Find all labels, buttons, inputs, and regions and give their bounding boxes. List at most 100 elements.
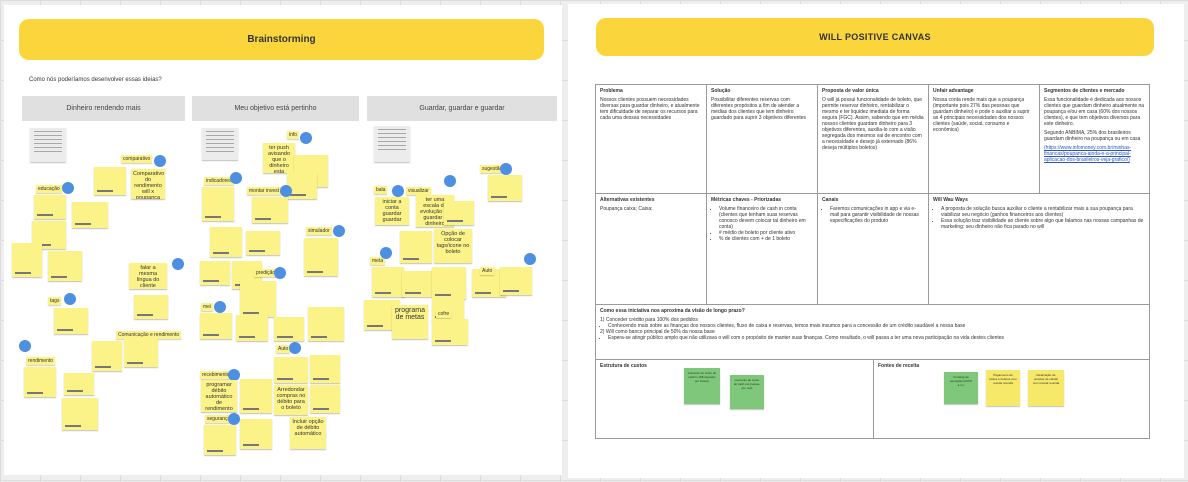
sticky-note[interactable]: [304, 238, 338, 276]
tag-mei[interactable]: mei: [201, 303, 214, 311]
sticky-note[interactable]: [62, 398, 98, 430]
sticky-note[interactable]: [54, 308, 88, 334]
cell-text: Poupança caixa; Caixa;: [600, 206, 653, 212]
sticky-opcao-colocar[interactable]: Opção de colocar tags/icone no boleto: [434, 229, 472, 263]
sticky-note[interactable]: [432, 319, 468, 345]
sticky-note[interactable]: [200, 261, 230, 285]
column-header-guardar[interactable]: Guardar, guardar e guardar: [367, 96, 557, 121]
sticky-programar-debito[interactable]: programar débito automático de rendiment…: [201, 380, 237, 412]
sticky-incluir-opcao[interactable]: Incluir opção de débito automático: [290, 417, 326, 449]
sticky-note[interactable]: [432, 267, 466, 299]
column-header-objetivo[interactable]: Meu objetivo está pertinho: [192, 96, 359, 121]
canvas-cell-receita[interactable]: Fontes de receita: [873, 359, 1150, 439]
canvas-cell-unfair[interactable]: Unfair advantage Nossa conta rende mais …: [928, 84, 1040, 194]
tag-cofre[interactable]: cofre: [436, 310, 452, 318]
revenue-sticky[interactable]: Realização de receitas de celular com re…: [1028, 370, 1064, 406]
sticky-note[interactable]: [12, 243, 42, 277]
sticky-note[interactable]: [402, 271, 432, 297]
tag-auto-2[interactable]: Auto: [480, 267, 495, 275]
canvas-cell-visao[interactable]: Como essa iniciativa nos aproxima da vis…: [595, 304, 1150, 360]
tag-bala[interactable]: bala: [374, 186, 388, 194]
tag-info[interactable]: info: [287, 131, 300, 139]
sticky-note[interactable]: [72, 202, 108, 228]
sticky-note[interactable]: [34, 195, 66, 219]
tag-comparativo[interactable]: comparativo: [121, 155, 153, 163]
canvas-cell-proposta[interactable]: Proposta de valor única O will já possui…: [817, 84, 929, 194]
sticky-note[interactable]: [64, 373, 94, 395]
canvas-cell-canais[interactable]: Canais Faremos comunicações in app e via…: [817, 193, 929, 305]
tag-recebimento[interactable]: recebimento: [200, 371, 232, 379]
canvas-cell-problema[interactable]: Problema Nossos clientes possuem necessi…: [595, 84, 707, 194]
sticky-note[interactable]: [310, 355, 340, 383]
sticky-note[interactable]: [310, 385, 340, 413]
cost-sticky[interactable]: Aumento de custo do cash in (R$ depósito…: [684, 368, 720, 404]
sticky-note[interactable]: [236, 315, 268, 341]
revenue-sticky[interactable]: Pagamento de títulos e boletos com recei…: [986, 370, 1020, 406]
sticky-note[interactable]: [240, 379, 272, 413]
canvas-cell-solucao[interactable]: Solução Possibilitar diferentes reservas…: [706, 84, 818, 194]
sticky-falar-lingua[interactable]: falar a mesma língua do cliente: [129, 263, 167, 289]
sticky-note[interactable]: [92, 341, 122, 371]
sticky-note[interactable]: [287, 173, 317, 199]
canvas-cell-metricas[interactable]: Métricas chaves - Priorizadas Volume fin…: [706, 193, 818, 305]
sticky-note[interactable]: [308, 307, 344, 341]
sticky-note[interactable]: [48, 251, 82, 281]
sticky-programa-metas[interactable]: programa de metas: [392, 305, 428, 339]
canvas-cell-segmentos[interactable]: Segmentos de clientes e mercado Essa fun…: [1039, 84, 1150, 194]
tag-seguranca[interactable]: segurança: [205, 415, 233, 423]
sticky-note[interactable]: [134, 295, 168, 319]
sticky-iniciar-conta[interactable]: iniciar a conta guardar guardar: [375, 197, 409, 225]
sticky-note[interactable]: [252, 197, 288, 223]
cost-sticky[interactable]: Aumento de custo do cash out (saque, pix…: [730, 375, 764, 409]
sticky-note[interactable]: [274, 357, 308, 383]
sticky-note[interactable]: [210, 227, 242, 257]
revenue-sticky[interactable]: Funding da operação (CDI% a.m.): [944, 372, 978, 404]
sticky-arredondar-compras[interactable]: Arredondar compras no débito para o bole…: [274, 385, 308, 415]
sticky-note[interactable]: [274, 317, 304, 341]
sticky-comparativo-rendimento[interactable]: Comparativo do rendimento will x poupanç…: [131, 169, 165, 199]
user-avatar-dot: [300, 132, 312, 144]
tag-comunicacao[interactable]: Comunicação e rendimento: [116, 331, 182, 339]
user-avatar-dot: [289, 342, 301, 354]
sticky-note[interactable]: [488, 175, 522, 201]
column-header-dinheiro[interactable]: Dinheiro rendendo mais: [22, 96, 185, 121]
tag-tags[interactable]: tags: [48, 297, 62, 305]
canvas-cell-alternativas[interactable]: Alternativas existentes Poupança caixa; …: [595, 193, 707, 305]
tag-educacao[interactable]: educação: [36, 185, 62, 193]
sticky-note[interactable]: [94, 167, 126, 195]
cell-title: Como essa iniciativa nos aproxima da vis…: [600, 308, 745, 314]
sticky-note[interactable]: [24, 367, 56, 397]
tag-meta[interactable]: meta: [370, 257, 386, 265]
user-avatar-dot: [274, 267, 286, 279]
tag-indicadores[interactable]: indicadores: [204, 177, 234, 185]
doc-card[interactable]: [374, 126, 410, 162]
sticky-note[interactable]: [202, 187, 234, 221]
doc-card[interactable]: [202, 128, 238, 160]
sticky-note[interactable]: [240, 281, 276, 317]
tag-predicao[interactable]: predição: [254, 269, 278, 277]
tag-simulador[interactable]: simulador: [306, 227, 332, 235]
sticky-note[interactable]: [500, 267, 532, 295]
user-avatar-dot: [380, 247, 392, 259]
doc-card[interactable]: [30, 128, 66, 162]
tag-visualizar[interactable]: visualizar: [406, 187, 431, 195]
tag-auto[interactable]: Auto: [276, 345, 291, 353]
sticky-note[interactable]: [124, 339, 158, 367]
sticky-note[interactable]: [204, 425, 236, 455]
sticky-note[interactable]: [240, 419, 272, 449]
sticky-note[interactable]: [246, 231, 280, 255]
sticky-note[interactable]: [200, 313, 232, 339]
sticky-note[interactable]: [400, 231, 432, 263]
user-avatar-dot: [62, 182, 74, 194]
canvas-board[interactable]: WILL POSITIVE CANVAS Problema Nossos cli…: [568, 4, 1184, 478]
tag-montar-investimento[interactable]: montar invest: [247, 187, 282, 195]
sticky-note[interactable]: [444, 201, 474, 225]
tag-rendimento[interactable]: rendimento: [26, 357, 56, 365]
source-link[interactable]: (https://www.infomoney.com.br/minhas-fin…: [1044, 145, 1132, 163]
brainstorm-board[interactable]: Brainstorming Como nós poderíamos desenv…: [4, 5, 562, 475]
canvas-cell-will-wau-ways[interactable]: Will Wau Ways A proposta de solução busc…: [928, 193, 1150, 305]
sticky-note[interactable]: [372, 267, 404, 297]
sticky-ter-push[interactable]: ter push avisando que o dinheiro esta re…: [263, 143, 295, 173]
cell-title: Fontes de receita: [878, 363, 920, 369]
tag-sugestao[interactable]: sugestão: [480, 165, 505, 173]
